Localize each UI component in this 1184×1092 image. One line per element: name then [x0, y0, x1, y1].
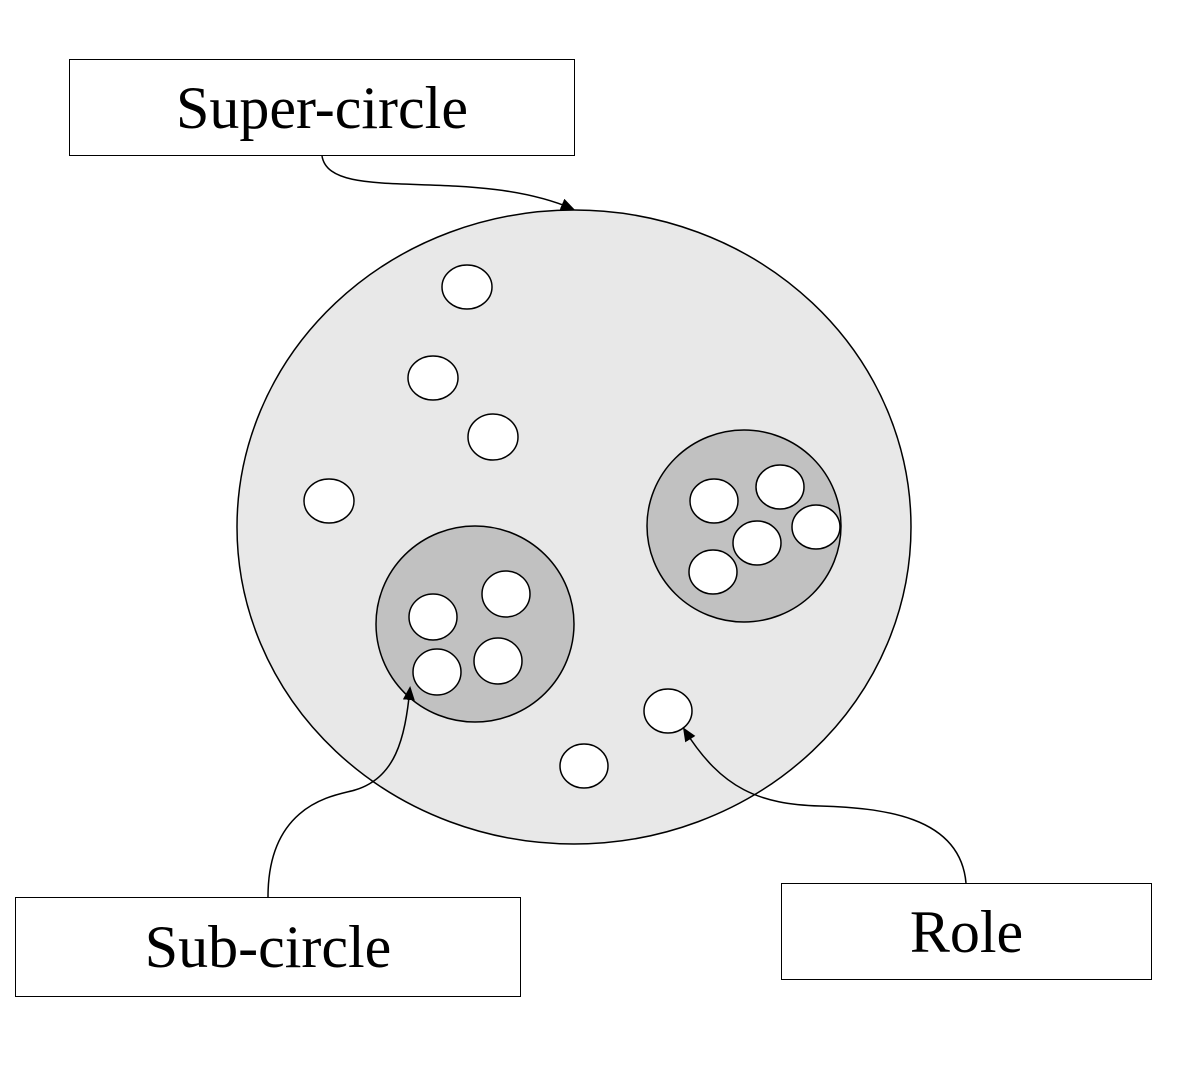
sub-circle-left	[375, 525, 575, 723]
loose-roles	[303, 264, 693, 789]
role-circle	[407, 355, 459, 401]
role-circle	[303, 478, 355, 524]
sub-circle-label: Sub-circle	[144, 914, 392, 980]
role-circle	[408, 593, 458, 641]
role-circle	[559, 743, 609, 789]
sub-circle	[375, 525, 575, 723]
sub-circle-arrow	[267, 686, 415, 898]
role-circle	[688, 549, 738, 595]
sub-circle-right	[646, 429, 842, 623]
sub-circle-label-box: Sub-circle	[15, 897, 521, 997]
role-circle	[732, 520, 782, 566]
role-arrow	[682, 727, 967, 884]
role-circle	[481, 570, 531, 618]
role-label: Role	[909, 898, 1024, 965]
role-circle	[473, 637, 523, 685]
role-circle	[791, 504, 841, 550]
super-circle-arrow	[321, 155, 575, 210]
role-circle	[412, 648, 462, 696]
role-circle	[643, 688, 693, 734]
role-circle	[689, 478, 739, 524]
role-circle	[441, 264, 493, 310]
role-circle	[755, 464, 805, 510]
super-circle-label-box: Super-circle	[69, 59, 575, 156]
role-label-box: Role	[781, 883, 1152, 980]
role-circle	[467, 413, 519, 461]
super-circle-label: Super-circle	[176, 74, 468, 141]
